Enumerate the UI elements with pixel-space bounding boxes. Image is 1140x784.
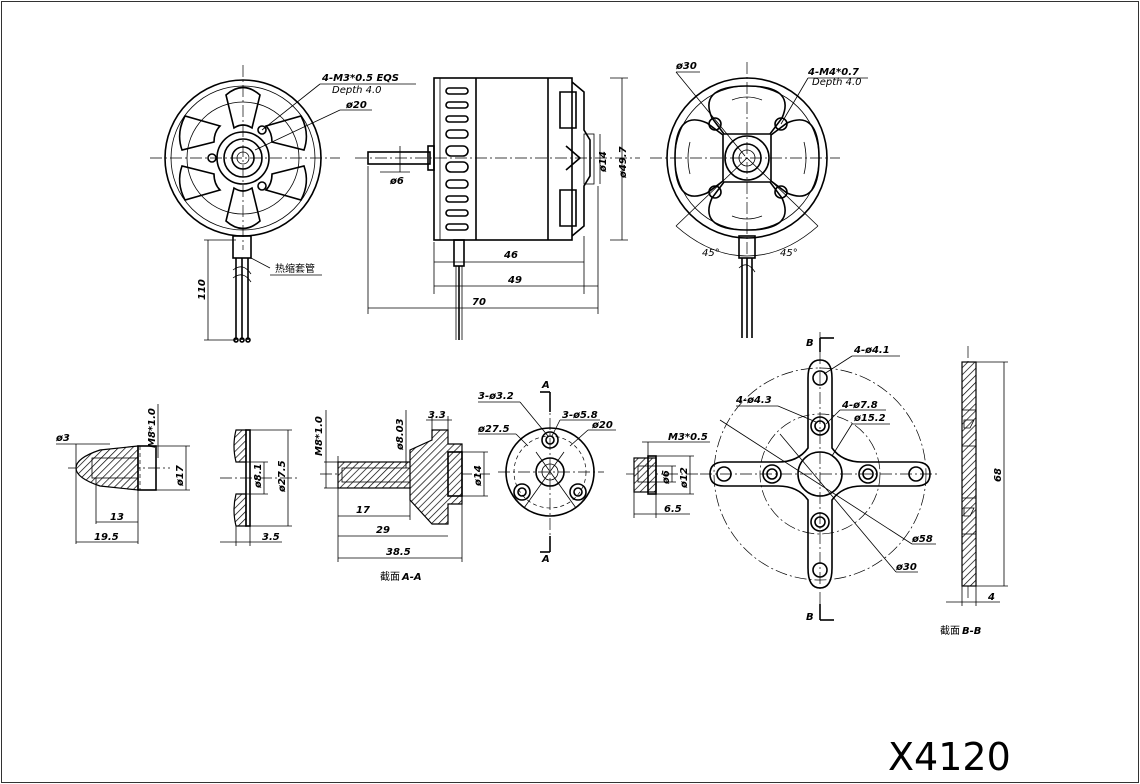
rear-thread-note: 4-M4*0.7	[807, 67, 859, 78]
cross-mount-view: B B 4-ø4.1 4-ø4.3 4-ø7.8 ø15.2 ø58 ø30	[700, 332, 940, 623]
mount-pcd-inner: ø30	[895, 562, 917, 573]
adapter-bore: ø8.03	[395, 418, 406, 451]
spinner-view: 13 19.5 ø3 ø17 M8*1.0	[55, 404, 190, 544]
spinner-len-19-5: 19.5	[94, 532, 119, 543]
front-lead-length: 110	[197, 279, 208, 300]
adapter-face-countersink: 3-ø5.8	[562, 410, 598, 421]
adapter-thread: M8*1.0	[314, 416, 325, 456]
side-len-70: 70	[472, 297, 486, 308]
section-height: 68	[993, 468, 1004, 482]
mount-sec-bottom: B	[806, 612, 814, 623]
mount-inner-holes: 4-ø4.3	[735, 395, 772, 406]
rear-depth-note: Depth 4.0	[812, 77, 862, 88]
adapter-caption-sec: A-A	[401, 572, 422, 583]
mount-section: 68 4 截面 B-B	[940, 346, 1008, 637]
front-pcd: ø20	[345, 100, 367, 111]
front-view: 110 4-M3*0.5 EQS Depth 4.0 ø20 热缩套管	[150, 65, 416, 343]
adapter-len-29: 29	[376, 525, 390, 536]
side-len-46: 46	[503, 250, 518, 261]
section-caption-sec: B-B	[962, 626, 981, 637]
adapter-len-17: 17	[356, 505, 370, 516]
adapter-face-sec-bottom: A	[541, 554, 550, 565]
mount-pcd-outer: ø58	[911, 534, 933, 545]
adapter-section: 17 29 38.5 M8*1.0 ø8.03 3.3 ø14 截面 A-A	[314, 410, 490, 583]
side-view: ø6 ø14 ø49.7 46 49 70	[355, 77, 640, 340]
adapter-face-pcd: ø27.5	[477, 424, 510, 435]
mount-sec-top: B	[806, 338, 814, 349]
set-screw-len: 6.5	[664, 504, 682, 515]
washer-thick: 3.5	[262, 532, 280, 543]
adapter-face-inner: ø20	[591, 420, 613, 431]
adapter-face-holes: 3-ø3.2	[478, 391, 514, 402]
set-screw-thread: M3*0.5	[668, 432, 708, 443]
washer-dia: ø27.5	[277, 460, 288, 493]
drawing-title: X4120	[888, 735, 1011, 779]
spinner-dia: ø17	[175, 465, 186, 487]
front-sleeve-label: 热缩套管	[275, 262, 315, 275]
set-screw-dia-small: ø6	[661, 470, 672, 485]
adapter-step: 3.3	[428, 410, 446, 421]
side-hub-dia: ø14	[598, 151, 609, 173]
adapter-caption-cn: 截面	[380, 570, 400, 583]
adapter-len-38-5: 38.5	[386, 547, 411, 558]
section-caption-cn: 截面	[940, 624, 960, 637]
rear-view: ø30 4-M4*0.7 Depth 4.0 45° 45°	[650, 61, 868, 338]
adapter-face-view: A A 3-ø3.2 3-ø5.8 ø27.5 ø20	[477, 380, 616, 565]
mount-outer-holes: 4-ø4.1	[853, 345, 890, 356]
set-screw-dia-large: ø12	[679, 467, 690, 489]
front-depth-note: Depth 4.0	[332, 85, 382, 96]
mount-center-hole: 4-ø7.8	[841, 400, 878, 411]
washer-bore: ø8.1	[253, 463, 264, 489]
spinner-thread: M8*1.0	[147, 408, 158, 448]
adapter-face-sec-top: A	[541, 380, 550, 391]
washer-view: ø27.5 ø8.1 3.5	[220, 429, 300, 546]
set-screw-view: ø6 ø12 M3*0.5 6.5	[626, 432, 710, 518]
mount-center-dia: ø15.2	[853, 413, 886, 424]
spinner-len-13: 13	[110, 512, 124, 523]
rear-angle-right: 45°	[780, 248, 798, 259]
section-thick: 4	[987, 592, 995, 603]
front-thread-note: 4-M3*0.5 EQS	[321, 73, 399, 84]
adapter-hub: ø14	[473, 465, 484, 487]
side-shaft-dia: ø6	[389, 176, 404, 187]
side-len-49: 49	[507, 275, 522, 286]
spinner-tip-dia: ø3	[55, 433, 70, 444]
rear-pcd: ø30	[675, 61, 697, 72]
rear-angle-left: 45°	[702, 248, 720, 259]
side-body-dia: ø49.7	[618, 146, 629, 179]
